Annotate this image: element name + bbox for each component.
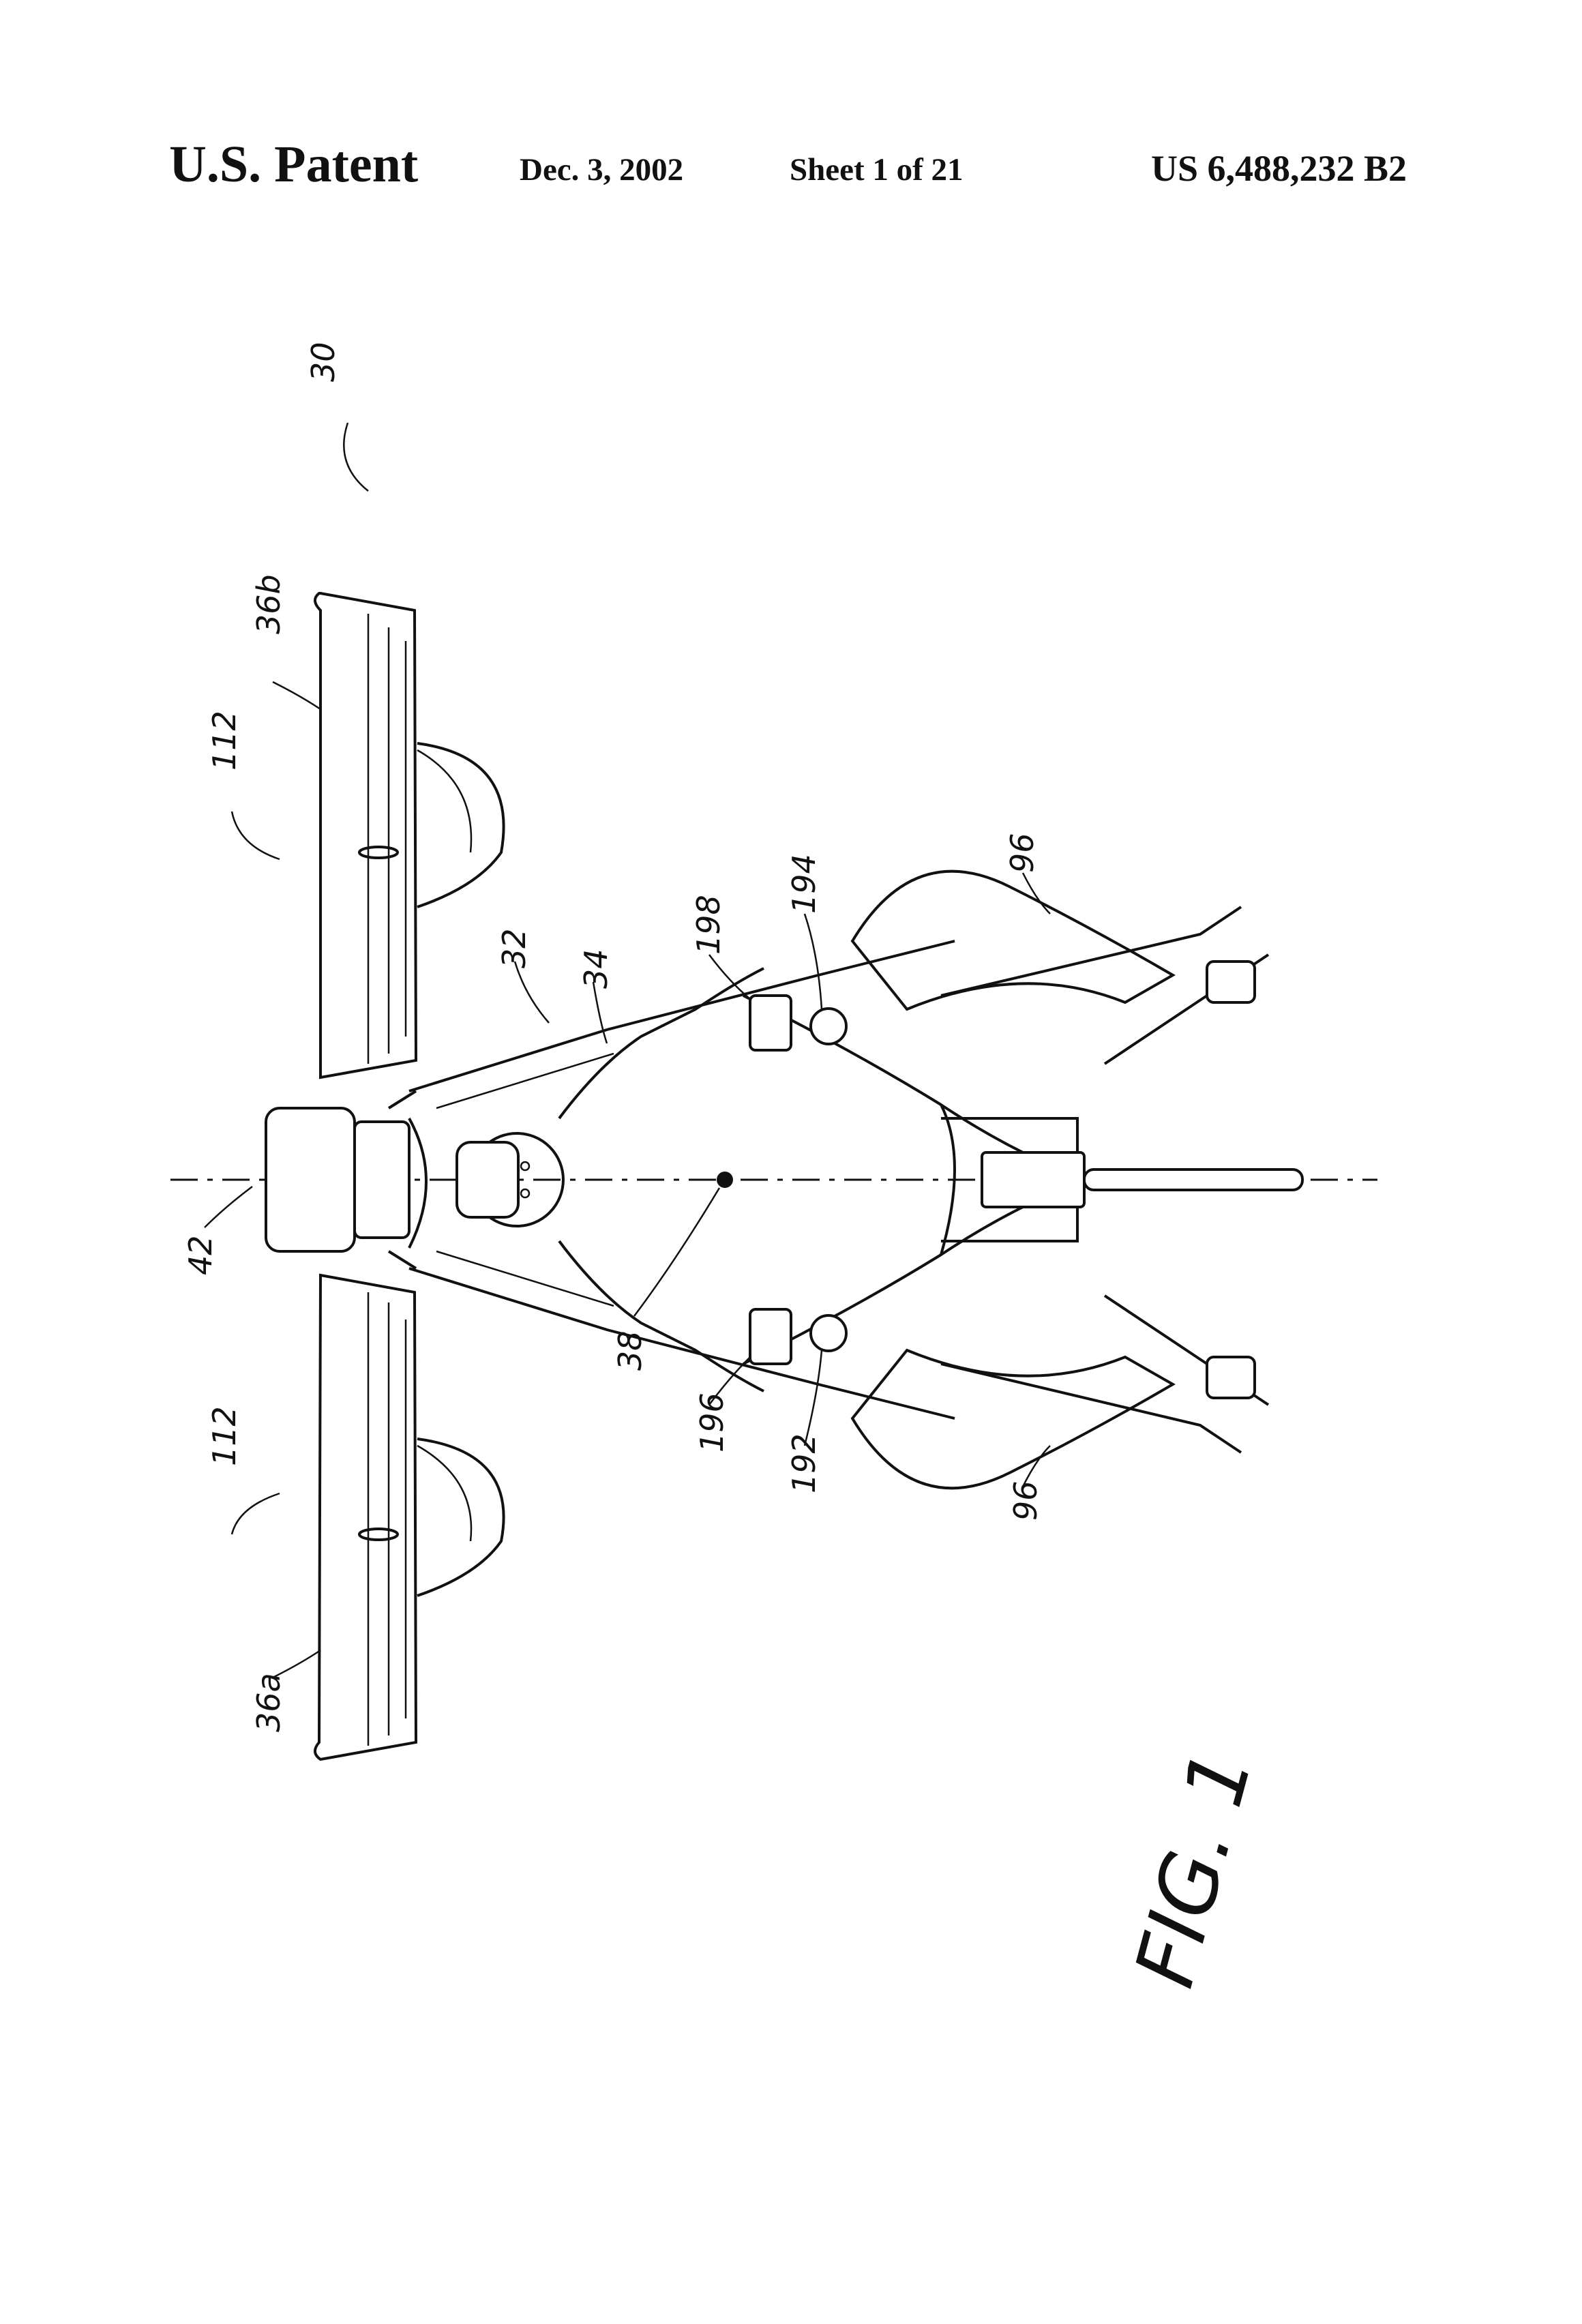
wing-36b [314,592,418,1079]
leader-96-upper [1021,872,1051,914]
leader-42 [204,1186,253,1228]
figure-caption: FIG. 1 [1118,1741,1271,1996]
knob-194 [809,1007,848,1045]
wing-36a [314,1273,418,1761]
ref-112-upper: 112 [206,711,243,771]
leader-96-lower [1021,1445,1051,1487]
center-of-gravity-38 [717,1172,733,1188]
leader-30 [343,422,369,492]
header-date: Dec. 3, 2002 [520,152,684,188]
thruster-96-lower [850,1348,1176,1490]
header-title: U.S. Patent [169,136,419,193]
hand-grip-198 [749,994,792,1052]
knob-192 [809,1314,848,1352]
header-sheet-number: Sheet 1 of 21 [790,152,964,188]
leader-192 [803,1350,823,1446]
ref-194: 194 [786,854,822,914]
ref-42: 42 [182,1235,219,1275]
leader-198 [708,954,751,1000]
ref-34: 34 [578,949,614,989]
thruster-96-upper [850,869,1176,1011]
helmet-head-unit [265,1107,565,1253]
ref-192: 192 [786,1433,822,1493]
leader-32 [513,961,550,1024]
ref-96-upper: 96 [1004,833,1041,873]
ref-96-lower: 96 [1007,1480,1044,1521]
ref-38: 38 [612,1330,648,1371]
leader-38 [633,1187,721,1317]
leader-34 [592,981,608,1044]
leader-112-upper [230,811,280,861]
rear-spine [940,1104,1304,1255]
float-112-upper [417,742,505,908]
ref-112-lower: 112 [206,1406,243,1466]
leader-194 [803,913,823,1010]
ref-30: 30 [305,342,342,382]
float-112-lower-inner [417,1444,473,1542]
ref-36b: 36b [250,574,287,634]
pilot-body-34 [558,906,1270,1454]
frame-32 [387,940,955,1420]
leader-196 [708,1356,751,1405]
float-112-lower [417,1437,505,1597]
hand-grip-196 [749,1308,792,1365]
ref-198: 198 [690,895,727,955]
ref-36a: 36a [250,1673,287,1732]
leader-112-lower [230,1492,280,1535]
header-patent-number: US 6,488,232 B2 [1151,148,1407,189]
float-112-upper-inner [417,749,473,853]
ref-196: 196 [693,1392,730,1452]
ref-32: 32 [496,928,533,968]
leader-36a [272,1649,321,1679]
leader-36b [272,681,321,711]
